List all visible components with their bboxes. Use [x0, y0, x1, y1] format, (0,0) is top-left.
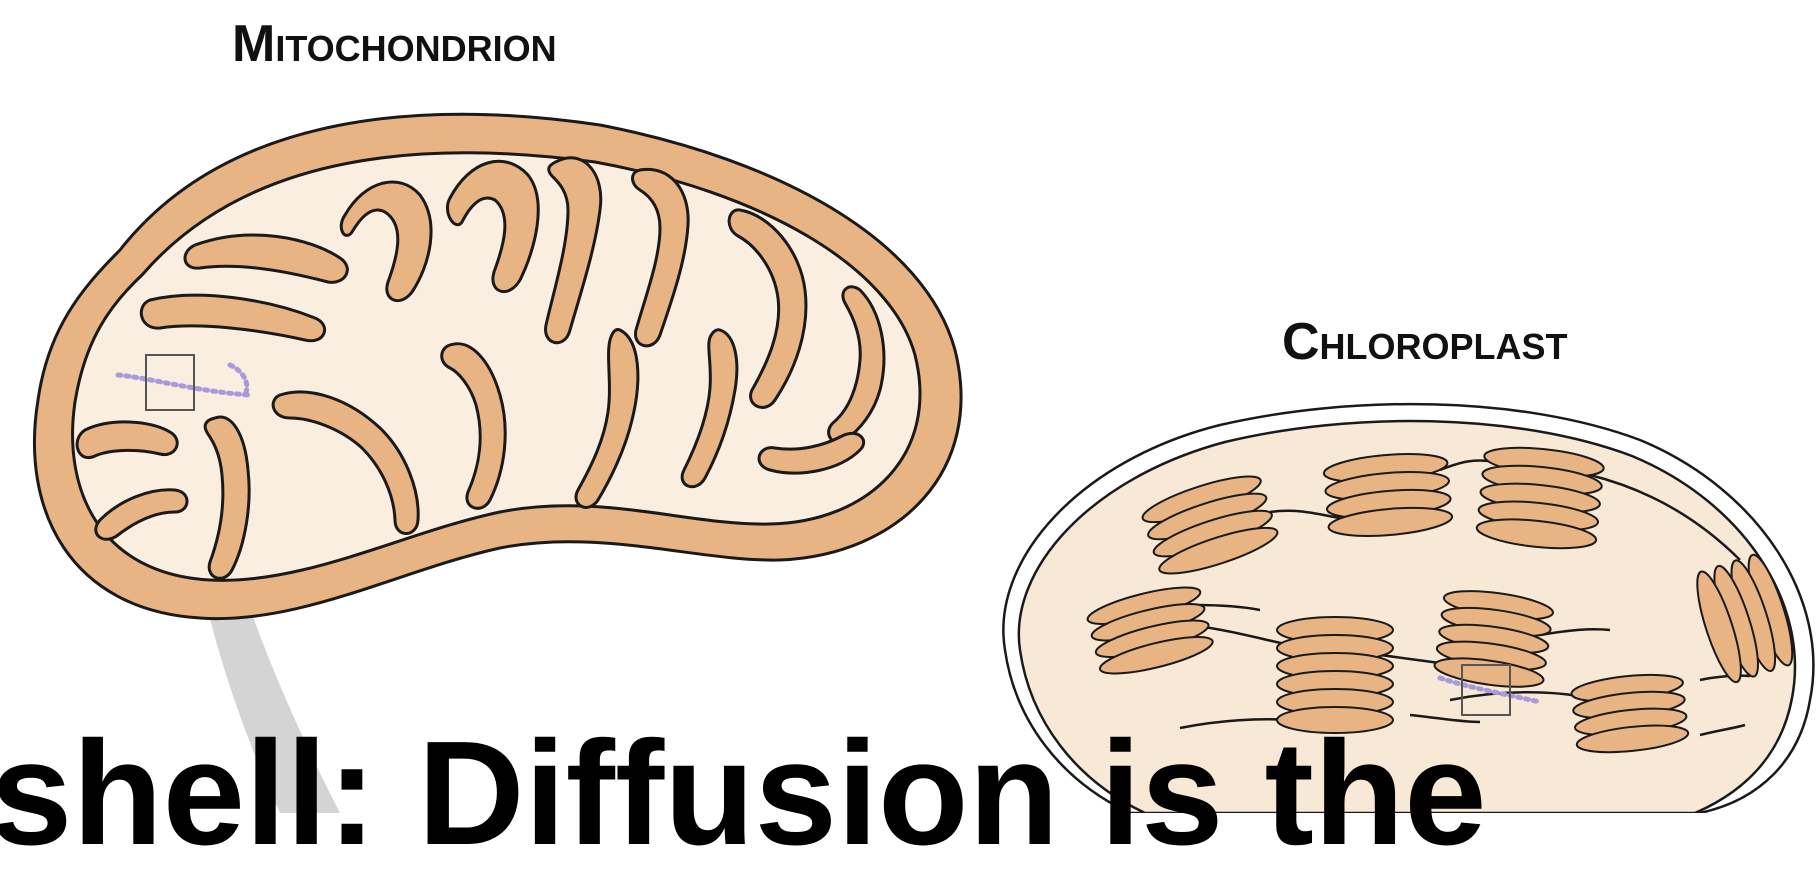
granum — [1433, 586, 1555, 692]
granum — [1570, 670, 1689, 756]
granum — [1475, 443, 1605, 553]
mitochondrion-label: Mitochondrion — [232, 14, 557, 74]
caption-text: shell: Diffusion is the — [0, 720, 1487, 868]
granum — [1323, 450, 1454, 541]
chloroplast-label: Chloroplast — [1282, 312, 1568, 372]
organelle-diagram — [0, 0, 1819, 813]
mitochondrion — [34, 114, 961, 618]
